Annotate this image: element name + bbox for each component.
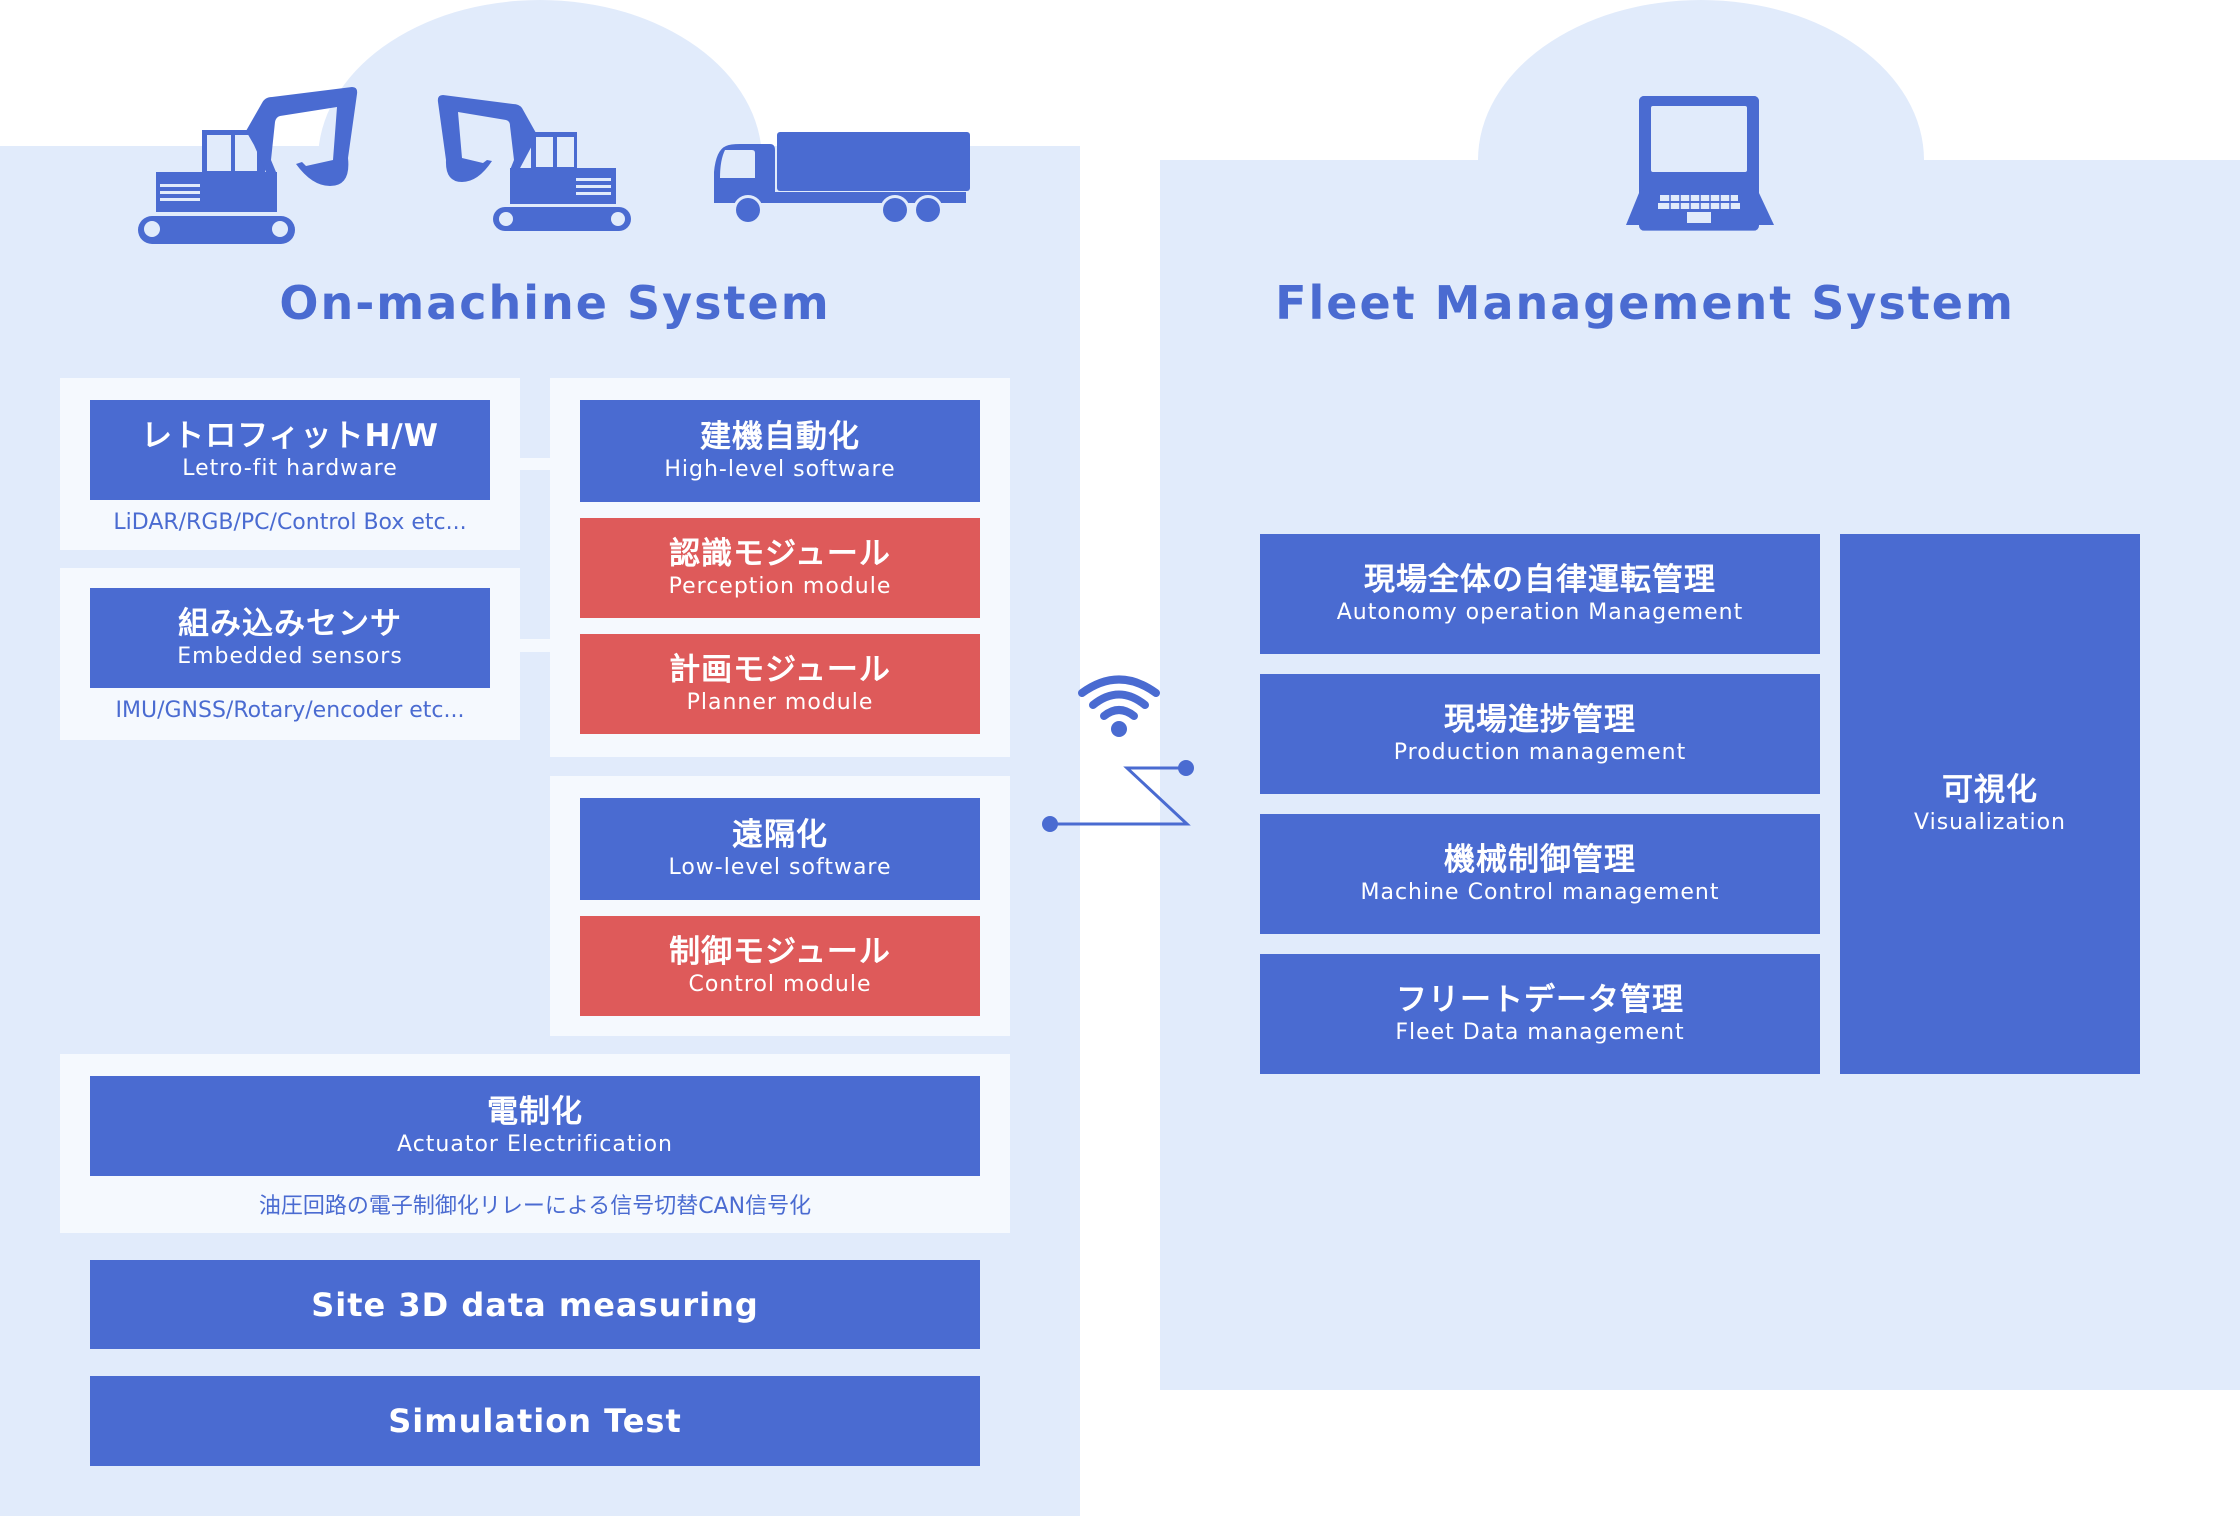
block-title: 可視化 bbox=[1942, 772, 2038, 808]
production-management-block: 現場進捗管理 Production management bbox=[1260, 674, 1820, 794]
block-subtitle: Visualization bbox=[1914, 810, 2066, 835]
actuator-electrification-block: 電制化 Actuator Electrification bbox=[90, 1076, 980, 1176]
connector-bridge bbox=[520, 639, 550, 652]
block-subtitle: Embedded sensors bbox=[177, 644, 403, 669]
low-level-software-block: 遠隔化 Low-level software bbox=[580, 798, 980, 900]
block-title: 遠隔化 bbox=[732, 817, 828, 853]
block-title: 建機自動化 bbox=[700, 419, 860, 455]
machine-control-management-block: 機械制御管理 Machine Control management bbox=[1260, 814, 1820, 934]
block-title: Simulation Test bbox=[388, 1402, 682, 1440]
block-title: 計画モジュール bbox=[669, 652, 891, 688]
perception-module-block: 認識モジュール Perception module bbox=[580, 518, 980, 618]
block-subtitle: High-level software bbox=[664, 457, 896, 482]
on-machine-title: On-machine System bbox=[279, 276, 831, 330]
block-subtitle: Planner module bbox=[686, 690, 874, 715]
laptop-icon-detail bbox=[1626, 96, 1774, 225]
block-subtitle: Actuator Electrification bbox=[397, 1132, 673, 1157]
block-title: 電制化 bbox=[487, 1094, 583, 1130]
block-subtitle: Autonomy operation Management bbox=[1336, 600, 1744, 625]
visualization-block: 可視化 Visualization bbox=[1840, 534, 2140, 1074]
excavator-icon bbox=[138, 87, 970, 244]
planner-module-block: 計画モジュール Planner module bbox=[580, 634, 980, 734]
block-subtitle: Low-level software bbox=[668, 855, 892, 880]
embedded-sensors-block: 組み込みセンサ Embedded sensors bbox=[90, 588, 490, 688]
control-module-block: 制御モジュール Control module bbox=[580, 916, 980, 1016]
block-subtitle: Fleet Data management bbox=[1395, 1020, 1685, 1045]
block-title: 現場進捗管理 bbox=[1444, 702, 1636, 738]
block-title: 現場全体の自律運転管理 bbox=[1364, 562, 1716, 598]
fleet-title: Fleet Management System bbox=[1275, 276, 2015, 330]
connector-bridge bbox=[520, 458, 550, 470]
sensors-detail: IMU/GNSS/Rotary/encoder etc... bbox=[115, 698, 465, 723]
fleet-data-management-block: フリートデータ管理 Fleet Data management bbox=[1260, 954, 1820, 1074]
block-title: レトロフィットH/W bbox=[141, 418, 439, 454]
block-subtitle: Letro-fit hardware bbox=[182, 456, 398, 481]
block-title: Site 3D data measuring bbox=[311, 1285, 759, 1324]
block-title: 認識モジュール bbox=[669, 536, 891, 572]
block-subtitle: Control module bbox=[688, 972, 872, 997]
block-title: 機械制御管理 bbox=[1444, 842, 1636, 878]
block-subtitle: Perception module bbox=[668, 574, 892, 599]
high-level-software-block: 建機自動化 High-level software bbox=[580, 400, 980, 502]
block-title: フリートデータ管理 bbox=[1396, 982, 1684, 1018]
lightning-connector-icon bbox=[1042, 760, 1194, 832]
site-3d-measuring-block: Site 3D data measuring bbox=[90, 1260, 980, 1349]
electrification-detail: 油圧回路の電子制御化リレーによる信号切替CAN信号化 bbox=[258, 1194, 812, 1219]
block-title: 組み込みセンサ bbox=[178, 606, 402, 642]
block-subtitle: Production management bbox=[1393, 740, 1687, 765]
simulation-test-block: Simulation Test bbox=[90, 1376, 980, 1466]
wifi-icon bbox=[1078, 675, 1160, 737]
autonomy-operation-block: 現場全体の自律運転管理 Autonomy operation Managemen… bbox=[1260, 534, 1820, 654]
block-title: 制御モジュール bbox=[669, 934, 891, 970]
retrofit-hardware-block: レトロフィットH/W Letro-fit hardware bbox=[90, 400, 490, 500]
block-subtitle: Machine Control management bbox=[1360, 880, 1720, 905]
retrofit-detail: LiDAR/RGB/PC/Control Box etc... bbox=[113, 510, 467, 535]
